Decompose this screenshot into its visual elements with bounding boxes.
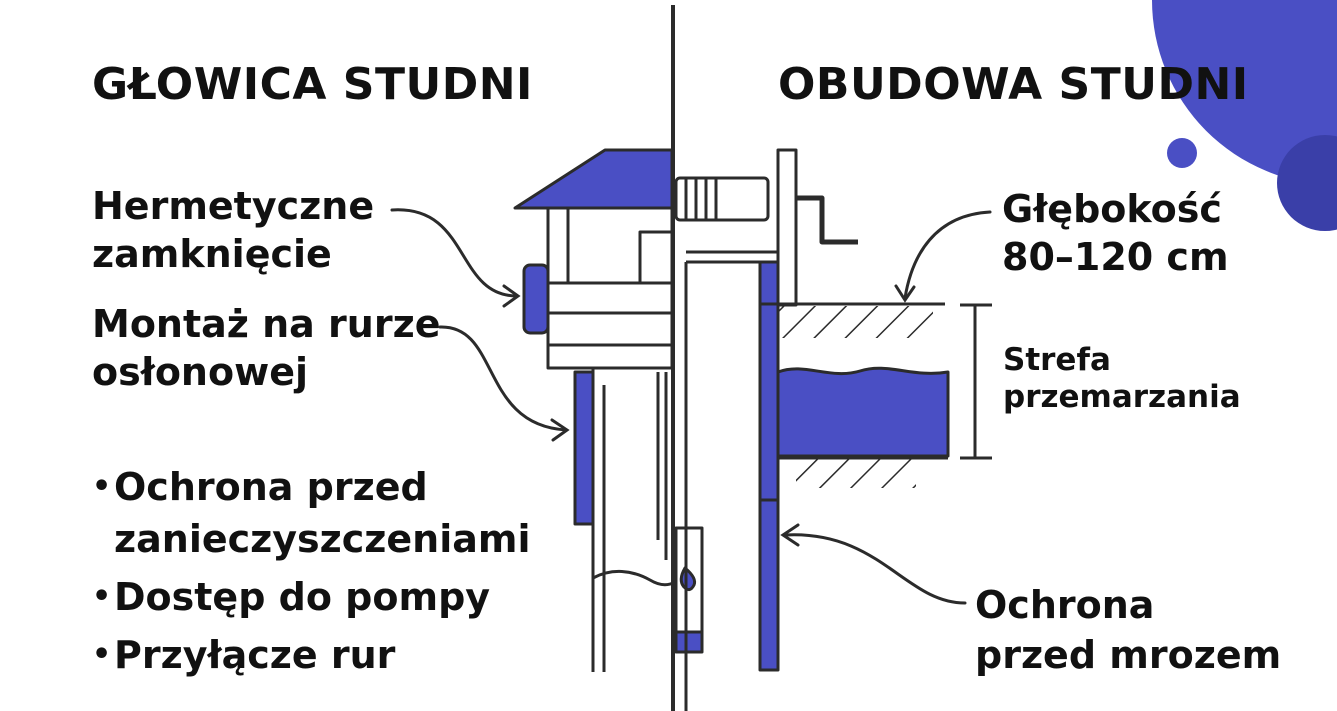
well-housing-illustration: [674, 148, 992, 711]
arrow-mount: [438, 325, 568, 432]
bullet-text: Dostęp do pompy: [114, 575, 491, 619]
arrow-depth: [903, 210, 992, 300]
arrowhead-frost-protection: [780, 523, 800, 547]
well-head-illustration: [513, 148, 704, 672]
depth-label-2: 80–120 cm: [1002, 235, 1229, 279]
frost-protection-label-2: przed mrozem: [975, 633, 1282, 677]
ground-hatch-bottom: [796, 458, 916, 488]
housing-wall: [758, 260, 780, 672]
right-section-title: OBUDOWA STUDNI: [778, 59, 1249, 110]
frost-protection-label-1: Ochrona: [975, 583, 1155, 627]
arrow-frost-protection: [783, 533, 967, 605]
ground-hatch-top: [778, 306, 933, 338]
bullet-pump-access: Dostęp do pompy: [92, 575, 491, 619]
frost-zone-label-2: przemarzania: [1003, 379, 1241, 415]
frost-zone-label-1: Strefa: [1003, 342, 1111, 378]
depth-label-1: Głębokość: [1002, 187, 1222, 231]
hermetic-seal-label-1: Hermetyczne: [92, 184, 375, 228]
bullet-text: Ochrona przed: [114, 465, 428, 509]
winch-crank: [796, 195, 858, 245]
mount-label-1: Montaż na rurze: [92, 302, 441, 346]
bullet-pipe-connection: Przyłącze rur: [92, 633, 396, 677]
hermetic-seal-label-2: zamknięcie: [92, 232, 332, 276]
well-head-roof: [513, 148, 674, 210]
bullet-text: Przyłącze rur: [114, 633, 396, 677]
arrowhead-depth: [894, 284, 916, 303]
hermetic-seal-block: [522, 263, 550, 335]
frost-zone-band: [776, 366, 950, 458]
arrowhead-hermetic: [502, 284, 521, 308]
arrowhead-mount: [550, 418, 570, 442]
left-section-title: GŁOWICA STUDNI: [92, 59, 533, 110]
winch-drum: [674, 176, 770, 222]
bullet-contamination: Ochrona przed: [92, 465, 428, 509]
casing-pipe-left: [573, 370, 595, 526]
mount-label-2: osłonowej: [92, 350, 308, 394]
decorative-corner-shape: [1152, 0, 1337, 231]
bullet-contamination-cont: zanieczyszczeniami: [114, 517, 531, 561]
arrow-hermetic: [390, 208, 518, 298]
